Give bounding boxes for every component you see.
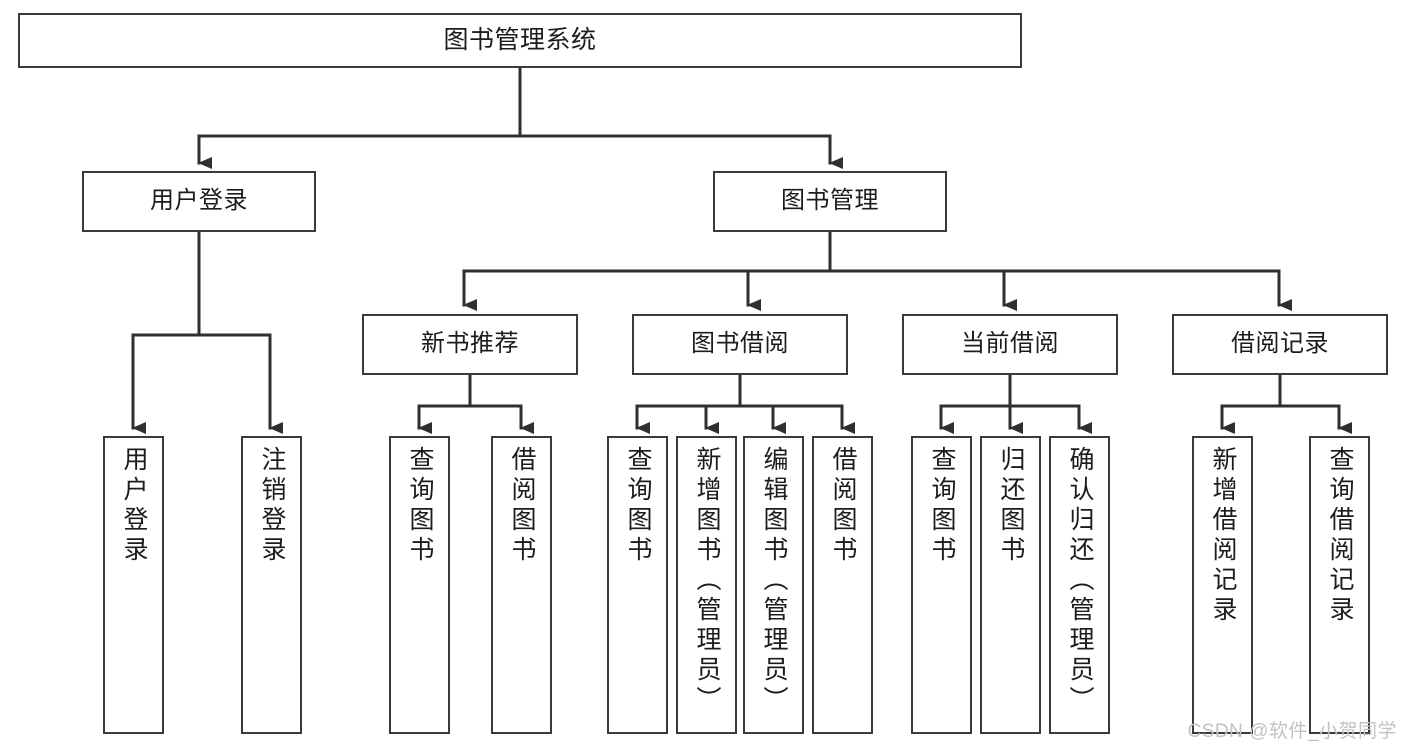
leaf-borrow-book-recommend[interactable]: 借阅图书 bbox=[491, 436, 552, 734]
node-label: 图书管理系统 bbox=[443, 25, 597, 54]
node-label: 用户登录 bbox=[120, 446, 148, 566]
node-label: 借阅图书 bbox=[508, 446, 536, 566]
node-book-borrow[interactable]: 图书借阅 bbox=[632, 314, 848, 375]
leaf-search-book-current[interactable]: 查询图书 bbox=[911, 436, 972, 734]
node-label: 归还图书 bbox=[997, 446, 1025, 566]
node-borrow-records[interactable]: 借阅记录 bbox=[1172, 314, 1388, 375]
leaf-search-book-borrow[interactable]: 查询图书 bbox=[607, 436, 668, 734]
node-label: 当前借阅 bbox=[961, 330, 1059, 358]
node-user-login[interactable]: 用户登录 bbox=[82, 171, 316, 232]
leaf-add-borrow-record[interactable]: 新增借阅记录 bbox=[1192, 436, 1253, 734]
leaf-edit-book-admin[interactable]: 编辑图书（管理员） bbox=[743, 436, 804, 734]
leaf-search-book-recommend[interactable]: 查询图书 bbox=[389, 436, 450, 734]
leaf-user-login[interactable]: 用户登录 bbox=[103, 436, 164, 734]
leaf-search-borrow-record[interactable]: 查询借阅记录 bbox=[1309, 436, 1370, 734]
node-label: 新书推荐 bbox=[421, 330, 519, 358]
node-label: 查询图书 bbox=[928, 446, 956, 566]
leaf-logout[interactable]: 注销登录 bbox=[241, 436, 302, 734]
node-label: 用户登录 bbox=[150, 187, 248, 215]
node-label: 借阅图书 bbox=[829, 446, 857, 566]
node-new-book-recommend[interactable]: 新书推荐 bbox=[362, 314, 578, 375]
watermark-text: CSDN @软件_小贺同学 bbox=[1187, 721, 1397, 742]
node-label: 查询图书 bbox=[624, 446, 652, 566]
node-label: 新增图书（管理员） bbox=[693, 446, 721, 716]
node-label: 借阅记录 bbox=[1231, 330, 1329, 358]
leaf-return-book[interactable]: 归还图书 bbox=[980, 436, 1041, 734]
node-label: 图书管理 bbox=[781, 187, 879, 215]
node-label: 编辑图书（管理员） bbox=[760, 446, 788, 716]
node-label: 新增借阅记录 bbox=[1209, 446, 1237, 626]
node-label: 注销登录 bbox=[258, 446, 286, 566]
node-label: 图书借阅 bbox=[691, 330, 789, 358]
node-label: 查询图书 bbox=[406, 446, 434, 566]
node-book-management[interactable]: 图书管理 bbox=[713, 171, 947, 232]
leaf-confirm-return-admin[interactable]: 确认归还（管理员） bbox=[1049, 436, 1110, 734]
node-root-system[interactable]: 图书管理系统 bbox=[18, 13, 1022, 68]
node-label: 确认归还（管理员） bbox=[1066, 446, 1094, 716]
leaf-add-book-admin[interactable]: 新增图书（管理员） bbox=[676, 436, 737, 734]
leaf-borrow-book[interactable]: 借阅图书 bbox=[812, 436, 873, 734]
node-current-borrow[interactable]: 当前借阅 bbox=[902, 314, 1118, 375]
node-label: 查询借阅记录 bbox=[1326, 446, 1354, 626]
